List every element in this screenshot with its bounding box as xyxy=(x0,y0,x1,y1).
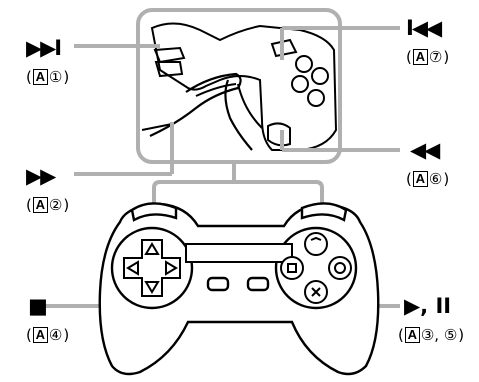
button-a-box: A xyxy=(32,197,48,213)
previous-track-icon: I◀◀ xyxy=(406,16,442,40)
button-a-box: A xyxy=(32,327,48,343)
shoulder-closeup xyxy=(141,22,338,151)
button-a-box: A xyxy=(412,49,428,65)
d-pad xyxy=(123,239,181,297)
rewind-icon: ◀◀ xyxy=(410,138,440,162)
play-pause-icon: ▶, II xyxy=(404,294,452,318)
next-track-icon: ▶▶I xyxy=(26,36,62,60)
button-a-box: A xyxy=(404,327,420,343)
stop-icon: ■ xyxy=(28,294,48,318)
fast-forward-icon: ▶▶ xyxy=(26,164,56,188)
button-a-box: A xyxy=(412,171,428,187)
zoom-frame xyxy=(136,8,342,164)
face-buttons xyxy=(280,232,352,304)
callout-connectors xyxy=(152,162,324,206)
button-a-box: A xyxy=(32,69,48,85)
